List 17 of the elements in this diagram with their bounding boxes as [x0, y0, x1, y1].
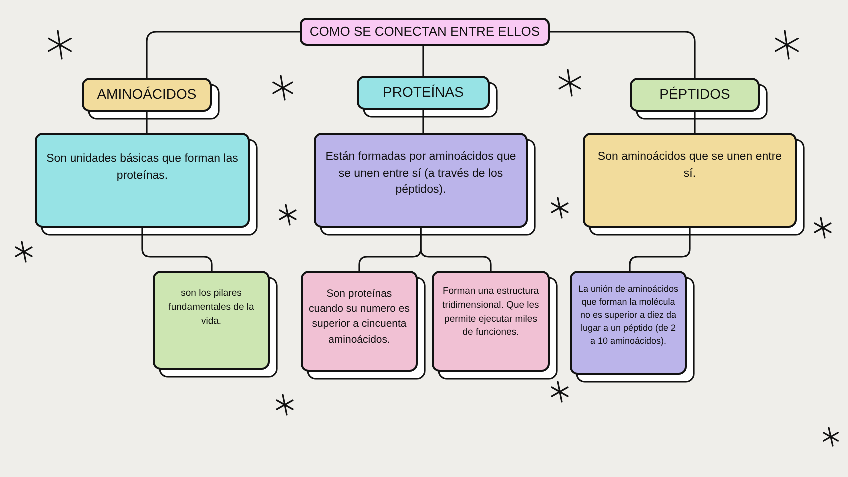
text-card: La unión de aminoácidos que forman la molécula no es superior a diez da lugar a un péptido (de 2 a 10 aminoácidos).: [570, 271, 687, 375]
text-card: Son aminoácidos que se unen entre sí.: [583, 133, 797, 228]
connector-line: [146, 31, 300, 78]
connector-line: [550, 31, 696, 78]
heading-box: PROTEÍNAS: [357, 76, 490, 110]
connector-line: [422, 110, 424, 133]
connector-line: [146, 112, 148, 133]
connector-line: [694, 112, 696, 133]
title-box: COMO SE CONECTAN ENTRE ELLOS: [300, 18, 550, 46]
text-card: Están formadas por aminoácidos que se unen entre sí (a través de los péptidos).: [314, 133, 528, 228]
text-card: Forman una estructura tridimensional. Que les permite ejecutar miles de funciones.: [432, 271, 550, 372]
text-card: Son proteínas cuando su numero es superior a cincuenta aminoácidos.: [301, 271, 418, 372]
text-card: son los pilares fundamentales de la vida.: [153, 271, 270, 370]
heading-box: AMINOÁCIDOS: [82, 78, 212, 112]
text-card: Son unidades básicas que forman las proteínas.: [35, 133, 250, 228]
heading-box: PÉPTIDOS: [630, 78, 760, 112]
connector-line: [422, 46, 424, 76]
